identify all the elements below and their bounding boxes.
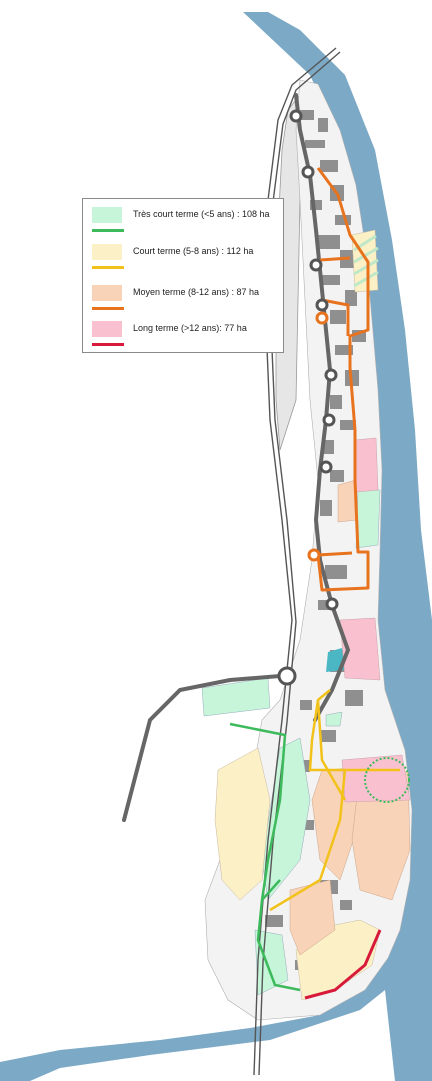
route-long-terme bbox=[304, 929, 382, 1000]
legend-line bbox=[92, 343, 124, 346]
legend-swatch bbox=[92, 321, 122, 337]
map-legend: Très court terme (<5 ans) : 108 ha Court… bbox=[82, 198, 284, 353]
legend-label: Moyen terme (8-12 ans) : 87 ha bbox=[133, 287, 260, 297]
legend-item-long-terme: Long terme (>12 ans): 77 ha bbox=[89, 321, 283, 347]
legend-item-court-terme: Court terme (5-8 ans) : 112 ha bbox=[89, 244, 283, 270]
river bbox=[0, 12, 432, 1081]
route-court-terme bbox=[269, 689, 400, 912]
legend-label: Court terme (5-8 ans) : 112 ha bbox=[133, 246, 254, 256]
railway bbox=[253, 47, 341, 1076]
dotted-green-ring bbox=[364, 757, 410, 803]
legend-swatch bbox=[92, 207, 122, 223]
zone-moyen-terme bbox=[289, 479, 411, 956]
node-markers bbox=[277, 109, 339, 686]
legend-swatch bbox=[92, 244, 122, 260]
route-tres-court-terme bbox=[229, 722, 301, 992]
legend-label: Très court terme (<5 ans) : 108 ha bbox=[133, 209, 270, 219]
route-moyen-terme bbox=[316, 167, 370, 592]
legend-swatch bbox=[92, 285, 122, 301]
node-markers-orange bbox=[307, 311, 329, 562]
zone-tres-court-terme bbox=[201, 489, 381, 996]
legend-label: Long terme (>12 ans): 77 ha bbox=[133, 323, 247, 333]
legend-line bbox=[92, 307, 124, 310]
legend-item-moyen-terme: Moyen terme (8-12 ans) : 87 ha bbox=[89, 285, 283, 311]
legend-item-tres-court-terme: Très court terme (<5 ans) : 108 ha bbox=[89, 207, 283, 233]
legend-line bbox=[92, 266, 124, 269]
legend-line bbox=[92, 229, 124, 232]
